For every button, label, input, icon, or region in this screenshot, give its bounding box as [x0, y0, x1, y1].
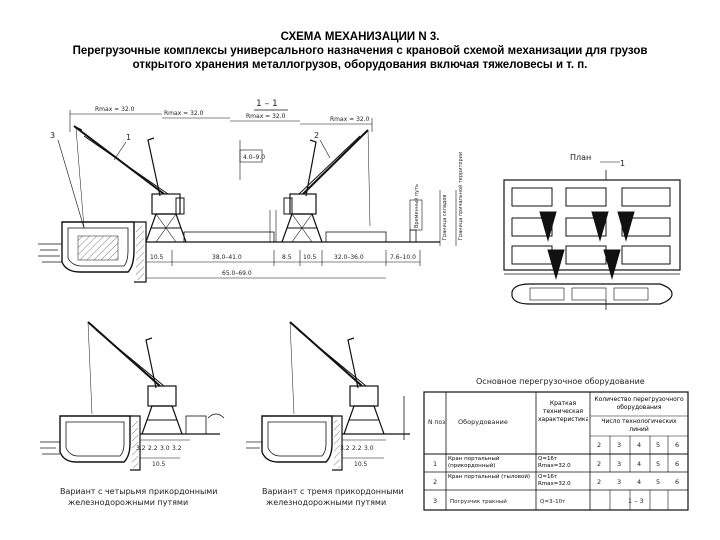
svg-text:Rmax = 32.0: Rmax = 32.0: [95, 106, 135, 113]
svg-text:3.0: 3.0: [160, 445, 170, 452]
th-qty-sub: Число технологических линий: [601, 418, 677, 433]
svg-text:10.5: 10.5: [354, 461, 368, 468]
reach-dimensions: Rmax = 32.0 Rmax = 32.0 Rmax = 32.0 Rmax…: [69, 106, 373, 132]
line-count-4: 4: [637, 441, 641, 449]
row2-name: Кран портальный (тыловой): [448, 474, 531, 480]
svg-text:3: 3: [617, 460, 621, 468]
svg-text:4: 4: [637, 460, 641, 468]
callout-3: 3: [50, 131, 55, 140]
variant-right-caption-1: Вариант с тремя прикордонными: [262, 487, 404, 496]
svg-text:3: 3: [617, 478, 621, 486]
line-count-5: 5: [656, 441, 660, 449]
svg-text:10.5: 10.5: [303, 254, 317, 261]
svg-text:2: 2: [597, 460, 601, 468]
dimension-chain: 10.5 38.0–41.0 8.5 10.5 32.0–36.0 7.6–10…: [145, 250, 421, 282]
svg-text:65.0–69.0: 65.0–69.0: [222, 270, 252, 277]
svg-text:38.0–41.0: 38.0–41.0: [212, 254, 242, 261]
equipment-table-text: N поз Оборудование Краткая техническая х…: [428, 396, 684, 505]
section-label: 1 – 1: [256, 99, 278, 109]
variant-three-tracks: 3.2 2.2 3.0 10.5: [246, 321, 410, 471]
line-count-6: 6: [675, 441, 679, 449]
main-section-drawing: 1 – 1 3 1 2 Rmax = 32.0: [38, 99, 464, 283]
th-equipment: Оборудование: [458, 418, 508, 426]
svg-text:3.0: 3.0: [364, 445, 374, 452]
svg-text:Rmax = 32.0: Rmax = 32.0: [246, 113, 286, 120]
row2-spec: Q=16т Rmax=32.0: [538, 474, 571, 487]
svg-text:3.2: 3.2: [340, 445, 350, 452]
variant-right-caption-2: железнодорожными путями: [266, 498, 386, 507]
water-surface: [38, 243, 62, 263]
scheme-subtitle-line1: Перегрузочные комплексы универсального н…: [72, 45, 648, 57]
plan-label: План: [570, 153, 591, 162]
vertical-markers: 4.0–9.0 Временный путь Граница складов Г…: [239, 140, 464, 246]
svg-text:5: 5: [656, 460, 660, 468]
table-caption: Основное перегрузочное оборудование: [476, 377, 645, 386]
row1-num: 1: [433, 460, 437, 468]
svg-text:7.6–10.0: 7.6–10.0: [390, 254, 416, 261]
row2-num: 2: [433, 478, 437, 486]
svg-text:10.5: 10.5: [150, 254, 164, 261]
svg-text:2.2: 2.2: [148, 445, 158, 452]
svg-text:10.5: 10.5: [152, 461, 166, 468]
scheme-title: СХЕМА МЕХАНИЗАЦИИ N 3.: [280, 31, 440, 43]
th-qty-group: Количество перегрузочного оборудования: [594, 396, 684, 411]
line-count-2: 2: [597, 441, 601, 449]
berth-plan: План 1: [503, 153, 681, 310]
svg-text:6: 6: [675, 460, 679, 468]
row3-name: Погрузчик тракный: [450, 498, 507, 505]
row3-qty: 1 – 3: [628, 497, 644, 505]
row1-spec: Q=16т Rmax=32.0: [538, 456, 571, 469]
svg-text:8.5: 8.5: [282, 254, 292, 261]
svg-text:6: 6: [675, 478, 679, 486]
th-spec: Краткая техническая характеристика: [538, 400, 588, 423]
vessel-hull: [61, 221, 135, 273]
callout-1: 1: [126, 133, 131, 142]
row1-name: Кран портальный (прикордонный): [448, 456, 500, 469]
svg-text:32.0–36.0: 32.0–36.0: [334, 254, 364, 261]
svg-text:2: 2: [597, 478, 601, 486]
callout-2: 2: [314, 131, 319, 140]
svg-text:4.0–9.0: 4.0–9.0: [243, 154, 265, 161]
line-count-3: 3: [617, 441, 621, 449]
svg-text:3.2: 3.2: [136, 445, 146, 452]
row3-spec: Q=3–10т: [540, 499, 566, 505]
variant-left-caption-2: железнодорожными путями: [68, 498, 188, 507]
th-num: N поз: [428, 419, 445, 426]
svg-text:Rmax = 32.0: Rmax = 32.0: [164, 110, 204, 117]
row3-num: 3: [433, 497, 437, 505]
svg-text:4: 4: [637, 478, 641, 486]
svg-text:2.2: 2.2: [352, 445, 362, 452]
svg-text:3.2: 3.2: [172, 445, 182, 452]
svg-text:5: 5: [656, 478, 660, 486]
scheme-subtitle-line2: открытого хранения металлогрузов, оборуд…: [132, 59, 588, 71]
svg-text:Граница складов: Граница складов: [442, 195, 448, 240]
svg-text:Rmax = 32.0: Rmax = 32.0: [330, 116, 370, 123]
portal-crane-1: [73, 125, 187, 243]
svg-text:Временный путь: Временный путь: [413, 184, 420, 228]
variant-four-tracks: 3.2 2.2 3.0 3.2 10.5: [40, 321, 225, 471]
equipment-table: [423, 391, 689, 511]
portal-crane-2: [281, 129, 371, 243]
variant-left-caption-1: Вариант с четырьмя прикордонными: [60, 487, 218, 496]
plan-marker: 1: [620, 159, 625, 168]
svg-text:Граница причальной территории: Граница причальной территории: [457, 152, 464, 240]
